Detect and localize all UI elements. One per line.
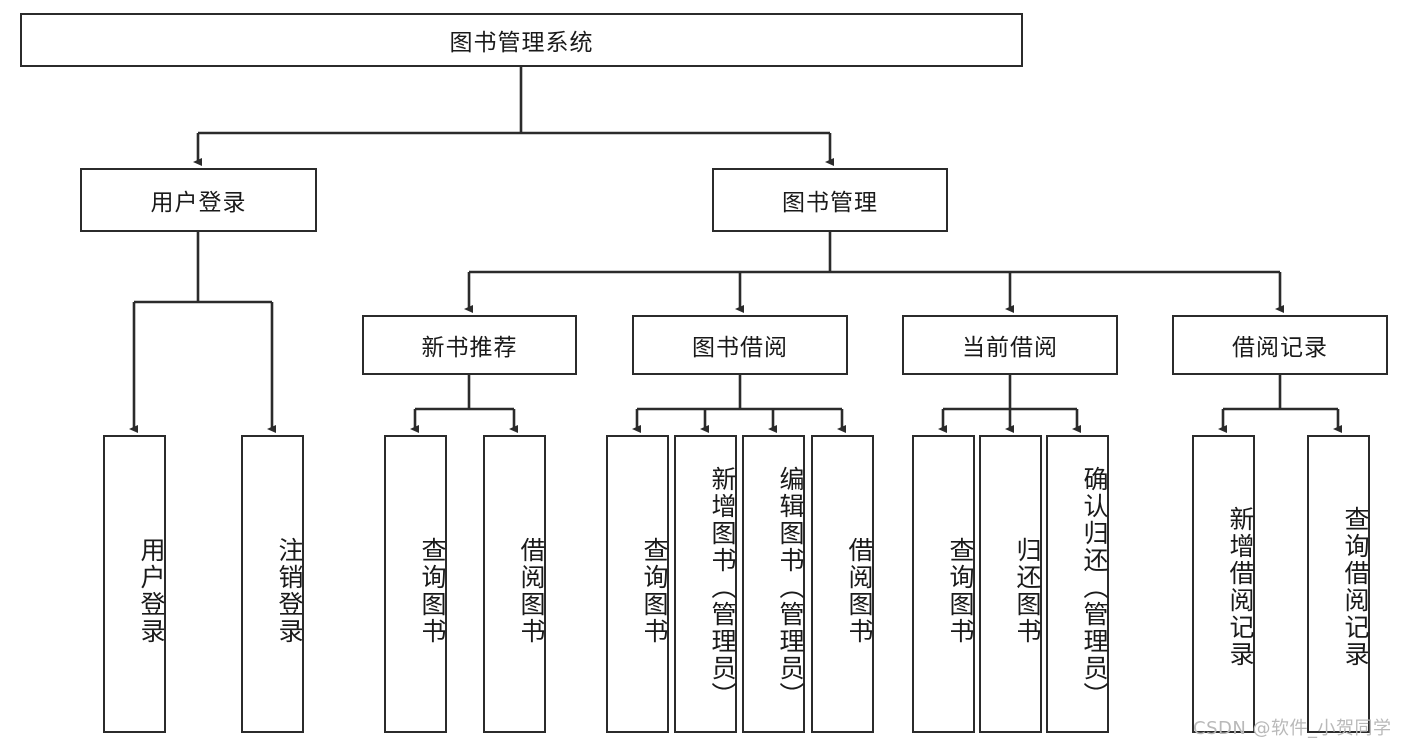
node-leaf-logout-login[interactable]: 注销登录 [241, 435, 304, 733]
node-leaf-add-book[interactable]: 新增图书（管理员） [674, 435, 737, 733]
node-leaf-query-book-1-label: 查询图书 [418, 537, 447, 645]
node-leaf-query-book-2-label: 查询图书 [640, 537, 669, 645]
node-leaf-confirm-return[interactable]: 确认归还（管理员） [1046, 435, 1109, 733]
node-leaf-add-record-label: 新增借阅记录 [1226, 506, 1255, 668]
node-leaf-query-book-2[interactable]: 查询图书 [606, 435, 669, 733]
node-user-login-label: 用户登录 [150, 190, 247, 216]
node-leaf-logout-login-label: 注销登录 [275, 537, 304, 645]
node-leaf-user-login-label: 用户登录 [137, 537, 166, 645]
node-leaf-confirm-return-label: 确认归还（管理员） [1080, 465, 1109, 709]
node-leaf-borrow-book-2[interactable]: 借阅图书 [811, 435, 874, 733]
node-leaf-user-login[interactable]: 用户登录 [103, 435, 166, 733]
node-leaf-query-record-label: 查询借阅记录 [1341, 506, 1370, 668]
node-borrow-record[interactable]: 借阅记录 [1172, 315, 1388, 375]
node-leaf-edit-book-label: 编辑图书（管理员） [776, 465, 805, 709]
node-leaf-query-record[interactable]: 查询借阅记录 [1307, 435, 1370, 733]
node-current-borrow[interactable]: 当前借阅 [902, 315, 1118, 375]
node-leaf-add-book-label: 新增图书（管理员） [708, 465, 737, 709]
node-leaf-borrow-book-2-label: 借阅图书 [845, 537, 874, 645]
node-leaf-return-book-label: 归还图书 [1013, 537, 1042, 645]
node-leaf-borrow-book-1-label: 借阅图书 [517, 537, 546, 645]
node-root-label: 图书管理系统 [449, 30, 594, 56]
node-leaf-borrow-book-1[interactable]: 借阅图书 [483, 435, 546, 733]
node-leaf-edit-book[interactable]: 编辑图书（管理员） [742, 435, 805, 733]
node-leaf-return-book[interactable]: 归还图书 [979, 435, 1042, 733]
node-book-borrow[interactable]: 图书借阅 [632, 315, 848, 375]
node-root[interactable]: 图书管理系统 [20, 13, 1023, 67]
node-user-login[interactable]: 用户登录 [80, 168, 317, 232]
node-new-book-recommend-label: 新书推荐 [421, 335, 518, 361]
node-new-book-recommend[interactable]: 新书推荐 [362, 315, 577, 375]
node-book-management-label: 图书管理 [782, 190, 878, 216]
node-book-management[interactable]: 图书管理 [712, 168, 948, 232]
node-leaf-query-book-3[interactable]: 查询图书 [912, 435, 975, 733]
node-current-borrow-label: 当前借阅 [962, 335, 1058, 361]
node-borrow-record-label: 借阅记录 [1232, 335, 1328, 361]
node-leaf-query-book-3-label: 查询图书 [946, 537, 975, 645]
node-leaf-query-book-1[interactable]: 查询图书 [384, 435, 447, 733]
node-book-borrow-label: 图书借阅 [692, 335, 788, 361]
node-leaf-add-record[interactable]: 新增借阅记录 [1192, 435, 1255, 733]
